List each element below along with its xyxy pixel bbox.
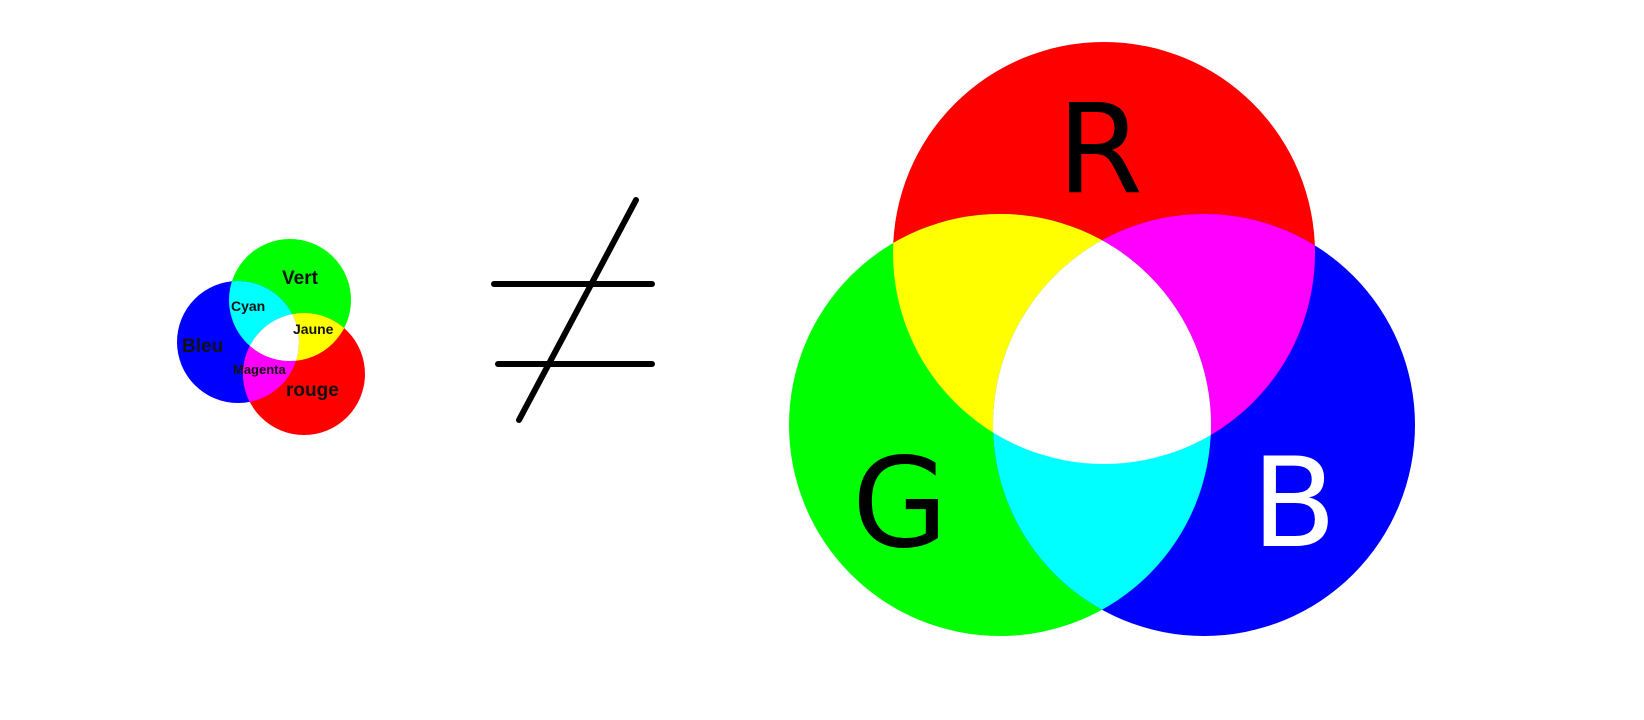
label-b: B bbox=[1251, 432, 1336, 576]
not-equal-slash bbox=[516, 197, 639, 423]
label-r: R bbox=[1057, 78, 1143, 222]
label-magenta: Magenta bbox=[233, 362, 287, 377]
label-bleu: Bleu bbox=[182, 336, 223, 357]
label-vert: Vert bbox=[282, 268, 319, 289]
big-venn-diagram: R G B bbox=[789, 42, 1415, 636]
label-cyan: Cyan bbox=[231, 298, 265, 314]
label-jaune: Jaune bbox=[293, 321, 334, 337]
big-overlap-white bbox=[993, 214, 1211, 464]
not-equal-symbol bbox=[491, 197, 655, 423]
label-g: G bbox=[852, 432, 948, 576]
label-rouge: rouge bbox=[286, 380, 339, 401]
small-overlap-white bbox=[243, 313, 299, 361]
small-venn-diagram: Vert Cyan Jaune Bleu Magenta rouge bbox=[177, 239, 365, 435]
